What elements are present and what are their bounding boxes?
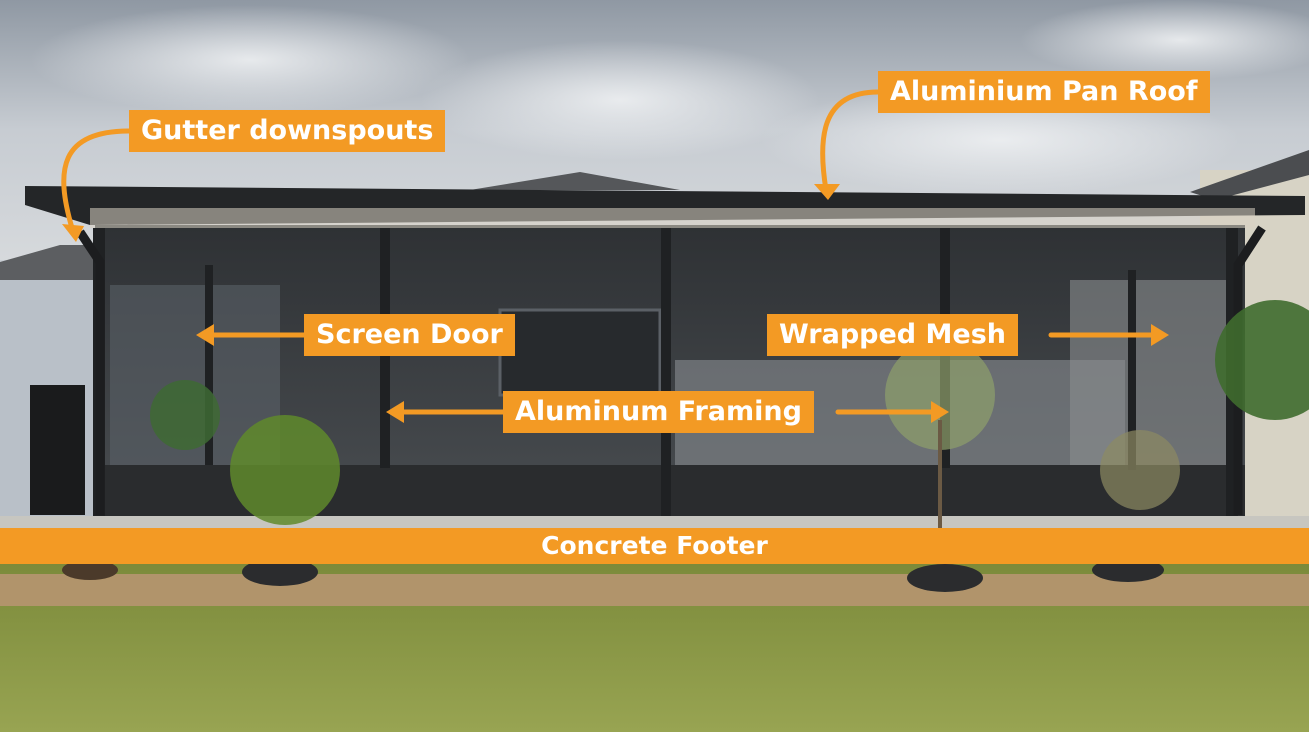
wrapped-mesh-label: Wrapped Mesh xyxy=(767,314,1019,356)
pot xyxy=(242,558,318,586)
house-gable xyxy=(470,172,680,190)
shrub xyxy=(885,340,995,450)
arrowheads xyxy=(62,184,1169,423)
cloud xyxy=(420,40,820,160)
downspout xyxy=(76,229,105,515)
shrub xyxy=(1215,300,1309,420)
shrub xyxy=(1100,430,1180,510)
roof-fascia xyxy=(90,208,1255,228)
pot xyxy=(62,560,118,580)
pavement xyxy=(0,516,1309,530)
shrub xyxy=(150,380,220,450)
pot xyxy=(1092,558,1164,582)
frame-post xyxy=(1128,270,1136,470)
arrows xyxy=(61,89,1163,415)
left-house-roof xyxy=(0,245,110,280)
roof-arrowhead xyxy=(814,184,840,200)
window xyxy=(498,308,662,397)
mulch-bed xyxy=(0,574,1309,606)
shrub xyxy=(230,415,340,525)
grill xyxy=(30,385,85,515)
downspout xyxy=(1233,225,1266,515)
framing-left-arrowhead xyxy=(386,401,404,423)
mesh-arrowhead xyxy=(1151,324,1169,346)
roof-arrow-line xyxy=(820,89,881,193)
gutter-arrow-line xyxy=(61,128,132,231)
concrete-footer-label: Concrete Footer xyxy=(0,528,1309,564)
pot xyxy=(907,564,983,592)
frame-post xyxy=(205,265,213,465)
aluminum-framing-label: Aluminum Framing xyxy=(503,391,814,433)
frame-post xyxy=(661,228,671,518)
framing-right-arrowhead xyxy=(931,401,949,423)
cloud xyxy=(1020,0,1309,80)
gutter-arrowhead xyxy=(62,224,84,242)
cloud xyxy=(30,5,470,115)
right-house-roof xyxy=(1190,150,1309,200)
screen-door-label: Screen Door xyxy=(304,314,515,356)
screen-door-arrowhead xyxy=(196,324,214,346)
gutter-downspouts-label: Gutter downspouts xyxy=(129,110,446,152)
aluminium-pan-roof-label: Aluminium Pan Roof xyxy=(878,71,1210,113)
